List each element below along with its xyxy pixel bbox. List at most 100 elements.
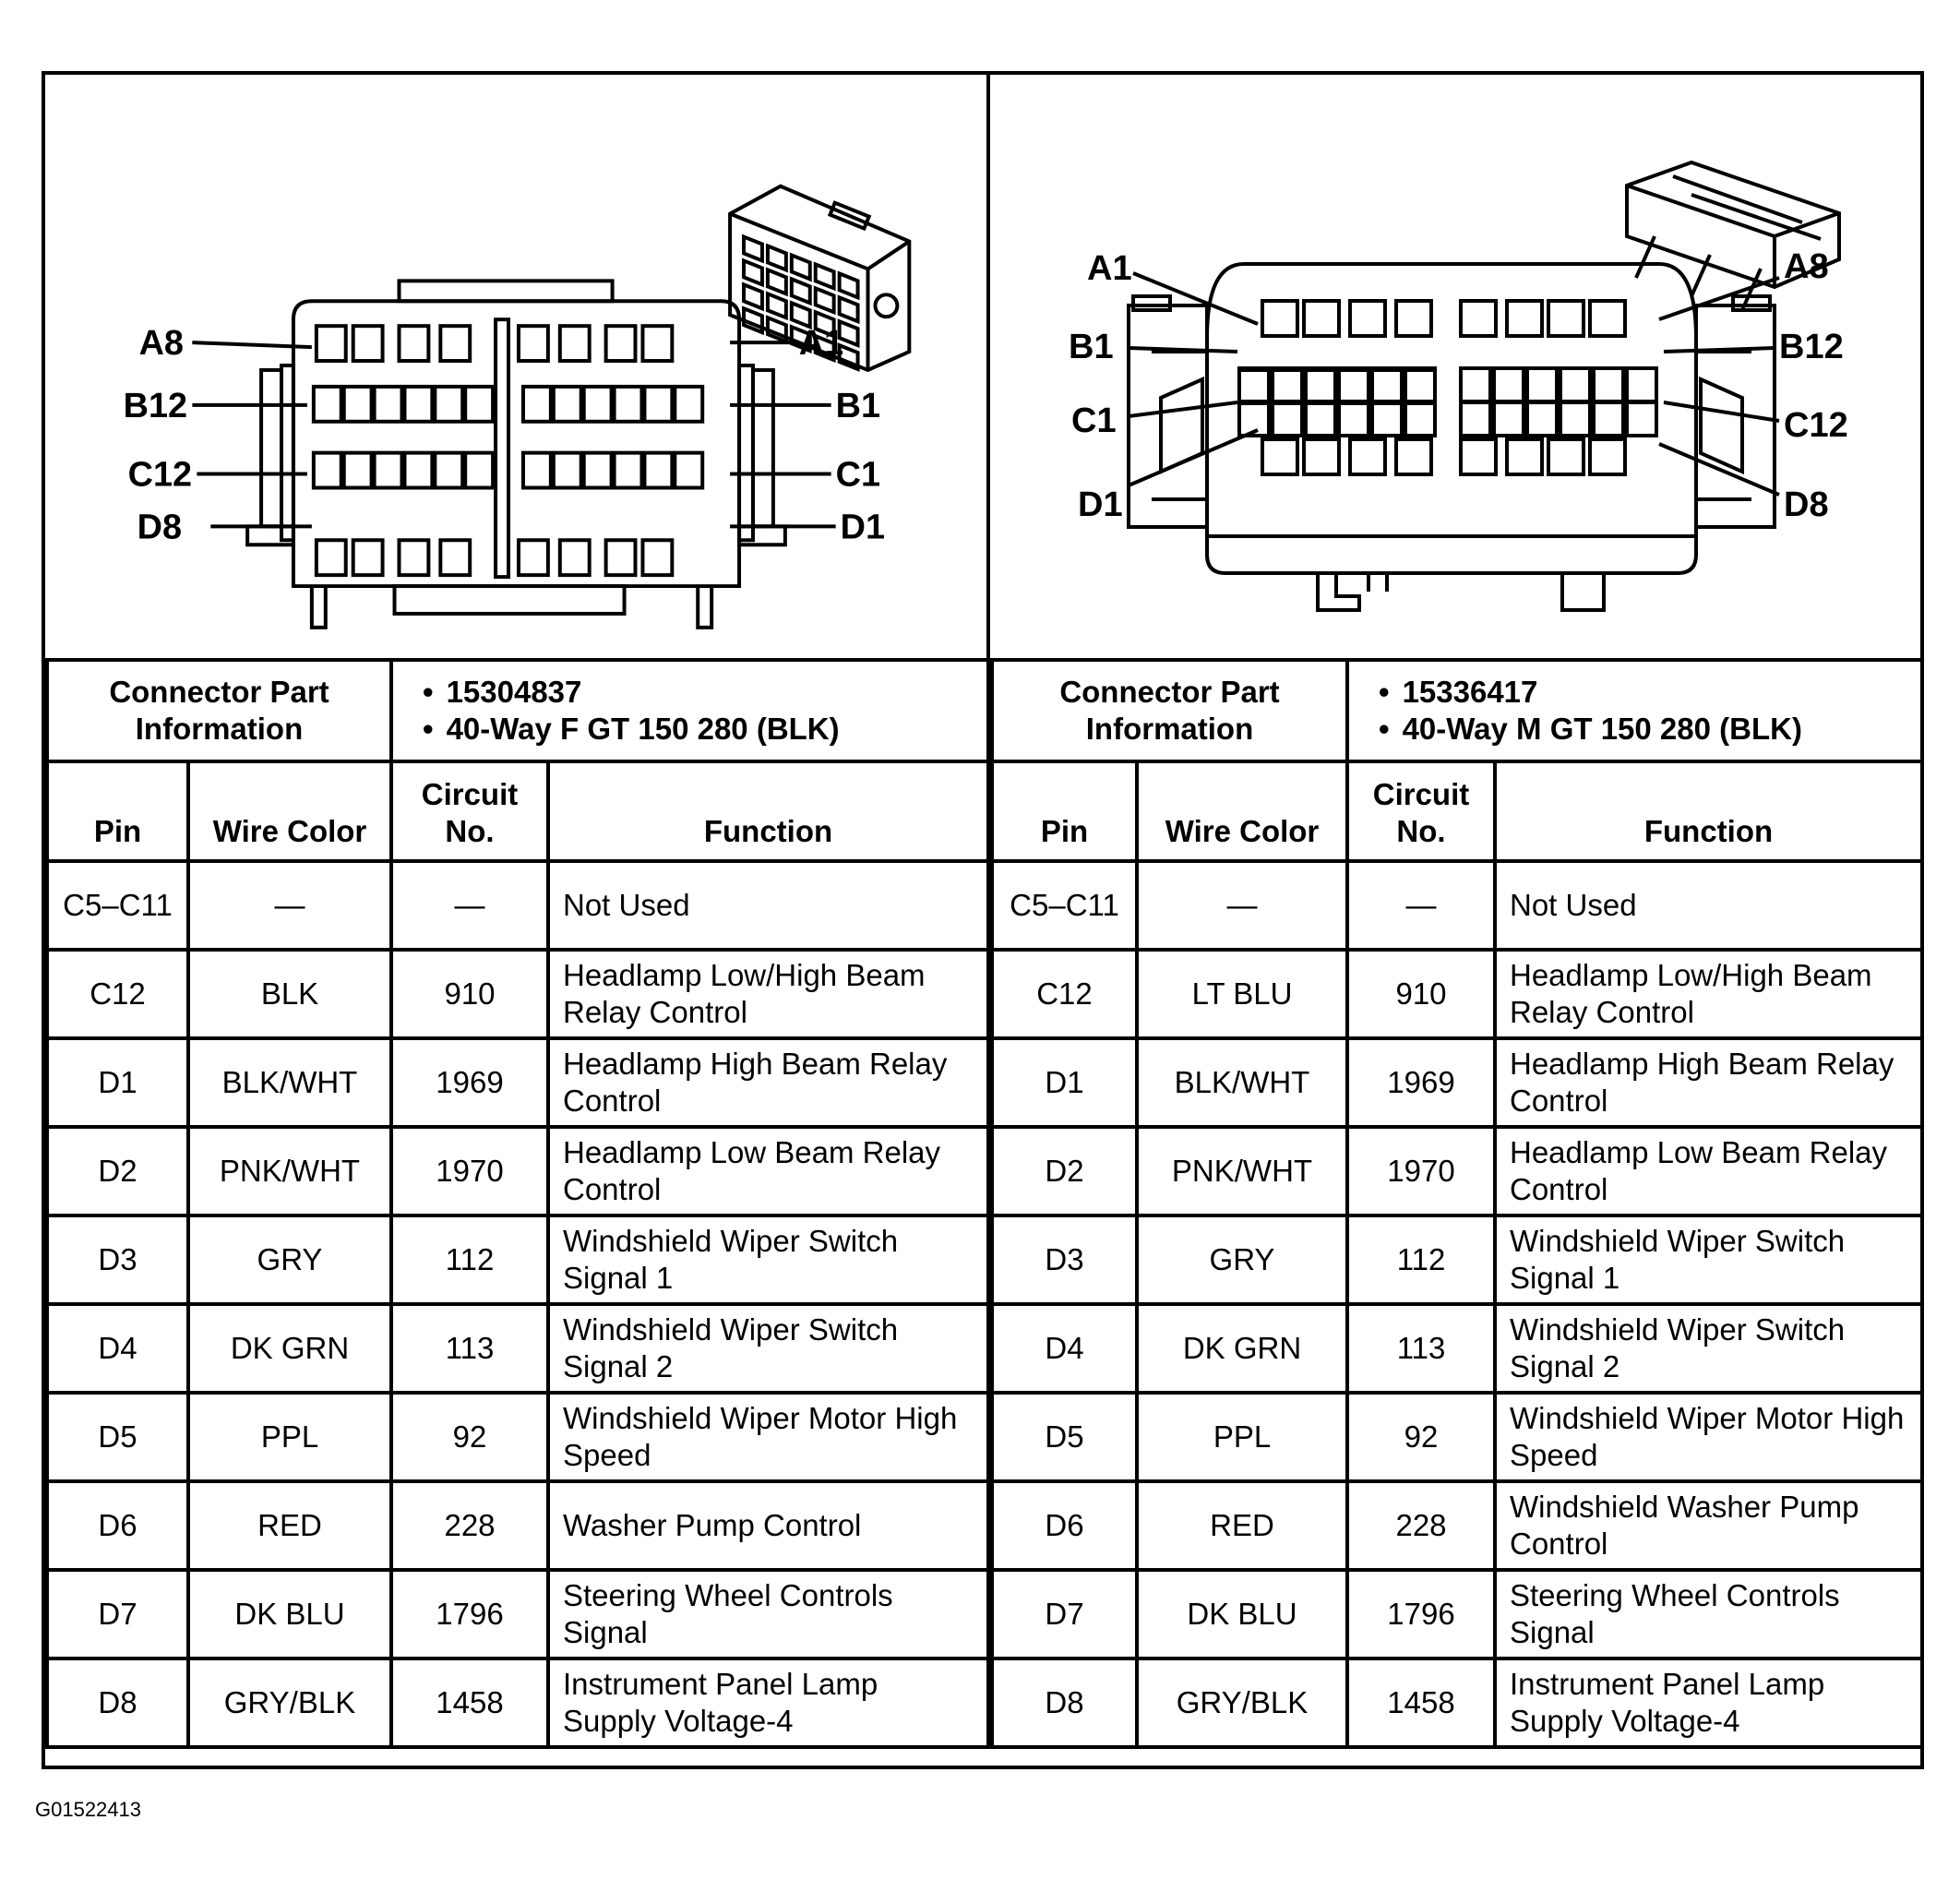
female-connector-drawing: A8 A1 B12 B1 C12 C1 D8 D1: [124, 184, 912, 629]
part-number: 15304837: [423, 674, 974, 711]
pin-cavity: [1261, 437, 1299, 476]
cell-wire: BLK/WHT: [186, 1036, 393, 1129]
cell-pin: D6: [45, 1479, 190, 1572]
cell-circuit: 1969: [1345, 1036, 1497, 1129]
pin-cavity: [813, 261, 836, 292]
connector-sheet: A8 A1 B12 B1 C12 C1 D8 D1: [42, 71, 1924, 1769]
female-connector-body: [245, 279, 787, 629]
pin-cavity: [1370, 368, 1404, 405]
header-wire-color: Wire Color: [186, 760, 393, 863]
label-b1: B1: [1069, 328, 1114, 366]
cell-wire: —: [1135, 859, 1349, 952]
cell-function: Instrument Panel Lamp Supply Voltage-4: [546, 1657, 990, 1749]
pin-cavity: [765, 291, 788, 321]
header-circuit-no: Circuit No.: [1345, 760, 1497, 863]
cell-circuit: 1970: [389, 1125, 550, 1217]
pin-cavity: [1459, 366, 1492, 403]
pin-cavity: [742, 281, 764, 312]
cell-function: Not Used: [546, 859, 990, 952]
cell-circuit: 112: [1345, 1214, 1497, 1306]
cell-pin: C12: [45, 948, 190, 1040]
label-c1: C1: [836, 455, 880, 494]
cell-circuit: 910: [1345, 948, 1497, 1040]
cell-function: Not Used: [1493, 859, 1924, 952]
cell-wire: GRY/BLK: [1135, 1657, 1349, 1749]
cell-wire: DK GRN: [186, 1302, 393, 1395]
cell-pin: D3: [990, 1214, 1139, 1306]
pin-cavity: [742, 257, 764, 288]
connector-part-info-label: Connector Part Information: [990, 658, 1349, 763]
part-description: 40-Way F GT 150 280 (BLK): [423, 711, 974, 748]
male-connector-body: [1127, 262, 1776, 612]
cell-function: Steering Wheel Controls Signal: [1493, 1568, 1924, 1660]
pin-cavity: [1592, 366, 1625, 403]
pin-cavity: [351, 324, 385, 364]
pin-cavity: [1505, 437, 1544, 476]
header-function: Function: [1493, 760, 1924, 863]
pin-cavity: [557, 324, 592, 364]
pin-cavity: [813, 285, 836, 316]
label-d8: D8: [1784, 485, 1829, 524]
cell-function: Headlamp Low Beam Relay Control: [546, 1125, 990, 1217]
cell-pin: D7: [45, 1568, 190, 1660]
pin-cavity: [402, 450, 435, 490]
pin-cavity: [311, 450, 343, 490]
cell-circuit: 1796: [389, 1568, 550, 1660]
pin-cavity: [1302, 437, 1341, 476]
cell-circuit: 92: [1345, 1391, 1497, 1483]
cell-pin: D3: [45, 1214, 190, 1306]
cell-circuit: —: [1345, 859, 1497, 952]
cell-circuit: 113: [1345, 1302, 1497, 1395]
pin-cavity: [742, 305, 764, 336]
label-a1: A1: [799, 324, 843, 363]
cell-wire: DK BLU: [1135, 1568, 1349, 1660]
pin-cavity: [463, 450, 496, 490]
pin-cavity: [557, 538, 592, 578]
cell-function: Headlamp Low Beam Relay Control: [1493, 1125, 1924, 1217]
cell-wire: DK BLU: [186, 1568, 393, 1660]
pin-cavity: [311, 384, 343, 424]
pin-cavity: [1547, 299, 1585, 338]
connector-part-info: 15336417 40-Way M GT 150 280 (BLK): [1345, 658, 1924, 763]
pin-cavity: [1459, 401, 1492, 437]
cell-function: Windshield Wiper Motor High Speed: [546, 1391, 990, 1483]
male-connector-drawing: A1 A8 B1 B12 C1 C12 D1 D8: [1069, 160, 1848, 612]
pin-cavity: [1370, 368, 1404, 405]
connector-3d-icon: [1625, 160, 1841, 311]
pin-cavity: [612, 450, 644, 490]
pin-cavity: [765, 243, 788, 273]
cell-wire: LT BLU: [1135, 948, 1349, 1040]
pin-cavity: [581, 384, 614, 424]
pin-cavity: [551, 450, 583, 490]
pin-cavity: [1261, 299, 1299, 338]
pin-cavity: [1370, 401, 1404, 437]
pin-cavity: [813, 309, 836, 340]
pin-cavity: [438, 324, 472, 364]
pin-cavity: [1559, 401, 1592, 437]
pin-cavity: [372, 450, 404, 490]
pin-cavity: [813, 333, 836, 363]
cell-function: Windshield Wiper Switch Signal 1: [546, 1214, 990, 1306]
cell-function: Windshield Wiper Motor High Speed: [1493, 1391, 1924, 1483]
pin-cavity: [1505, 299, 1544, 338]
cell-function: Windshield Wiper Switch Signal 1: [1493, 1214, 1924, 1306]
pin-cavity: [1404, 401, 1437, 437]
pin-cavity: [1271, 366, 1304, 403]
cell-wire: BLK/WHT: [1135, 1036, 1349, 1129]
table-row: C5–C11——Not Used: [990, 859, 1924, 952]
figure-id: G01522413: [35, 1798, 141, 1821]
pin-cavity: [463, 384, 496, 424]
cell-pin: D6: [990, 1479, 1139, 1572]
pin-cavity: [1525, 401, 1559, 437]
pin-cavity: [1304, 368, 1337, 405]
pin-cavity: [1271, 368, 1304, 405]
pin-cavity: [789, 276, 812, 306]
